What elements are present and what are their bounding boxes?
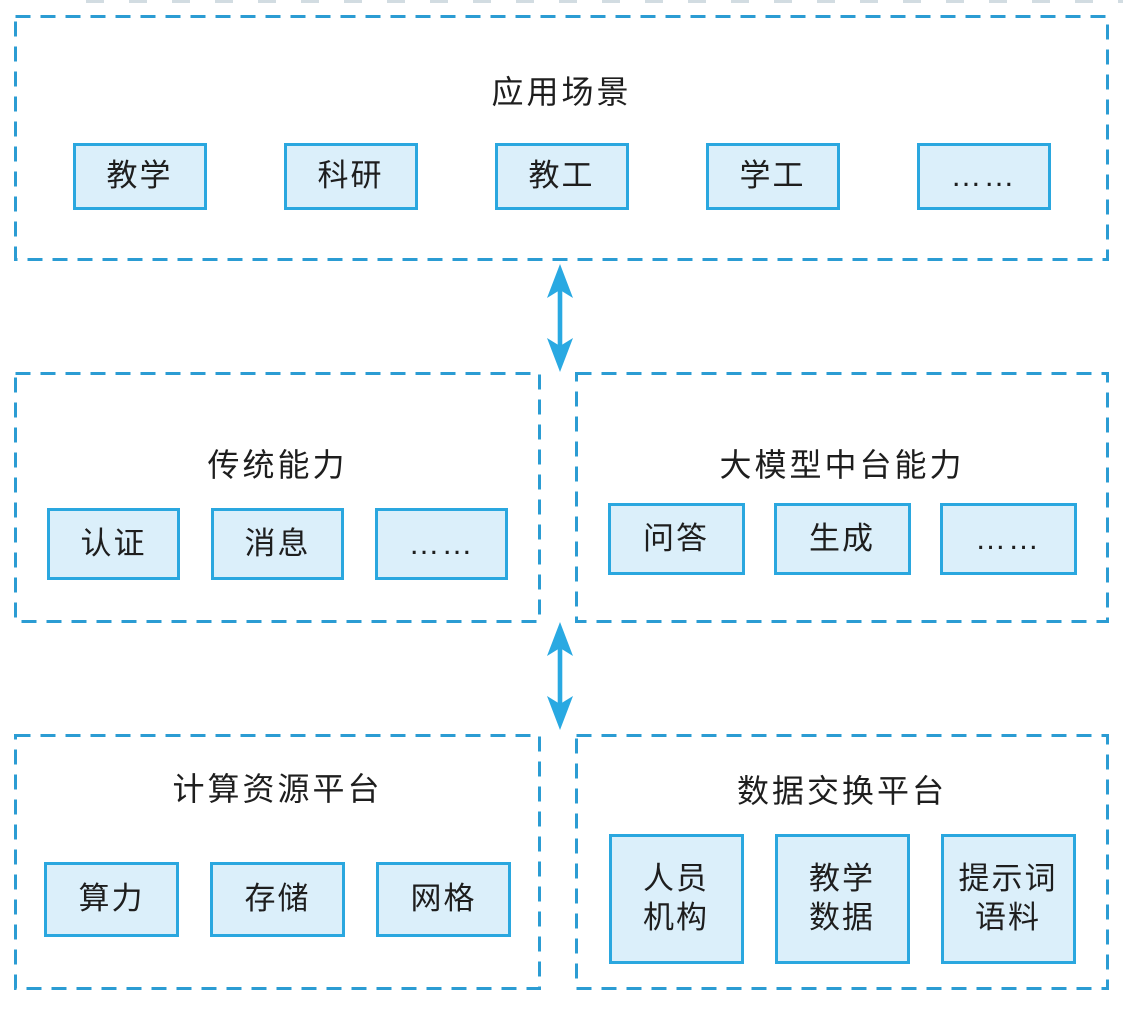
dashed-border [575, 372, 1109, 623]
item-box: 提示词 语料 [940, 834, 1076, 964]
double-arrow-icon [547, 622, 573, 730]
item-box-ellipsis: …… [939, 503, 1077, 575]
item-box: 教学 数据 [774, 834, 910, 964]
layer-application-scenarios: 应用场景 教学 科研 教工 学工 …… [14, 15, 1109, 261]
dashed-border [14, 15, 1109, 261]
dashed-border [575, 734, 1109, 990]
item-box: 网格 [376, 862, 511, 937]
item-box: 学工 [705, 143, 840, 210]
layer-title: 传统能力 [207, 447, 348, 483]
item-box: 认证 [47, 508, 180, 580]
item-box: 存储 [210, 862, 345, 937]
item-box: 人员 机构 [608, 834, 744, 964]
item-box: 消息 [211, 508, 344, 580]
layer-llm-platform-capabilities: 大模型中台能力 问答 生成 …… [575, 372, 1109, 623]
layer-data-exchange-platform: 数据交换平台 人员 机构 教学 数据 提示词 语料 [575, 734, 1109, 990]
item-box-ellipsis: …… [916, 143, 1051, 210]
cropped-dash-edge [86, 0, 1123, 3]
layer-title: 大模型中台能力 [719, 447, 965, 483]
item-box: 教工 [494, 143, 629, 210]
item-row: 算力 存储 网格 [14, 862, 541, 937]
item-box: 科研 [283, 143, 418, 210]
layer-title: 应用场景 [491, 74, 632, 110]
item-box: 教学 [72, 143, 207, 210]
layer-title: 计算资源平台 [172, 771, 383, 807]
item-row: 教学 科研 教工 学工 …… [14, 143, 1109, 210]
item-row: 问答 生成 …… [575, 503, 1109, 575]
layer-title: 数据交换平台 [736, 773, 947, 809]
layer-traditional-capabilities: 传统能力 认证 消息 …… [14, 372, 541, 623]
item-box: 问答 [607, 503, 745, 575]
dashed-border [14, 734, 541, 990]
layer-computing-resource-platform: 计算资源平台 算力 存储 网格 [14, 734, 541, 990]
item-row: 认证 消息 …… [14, 508, 541, 580]
item-row: 人员 机构 教学 数据 提示词 语料 [575, 834, 1109, 964]
item-box: 生成 [773, 503, 911, 575]
double-arrow-icon [547, 264, 573, 372]
dashed-border [14, 372, 541, 623]
item-box: 算力 [44, 862, 179, 937]
item-box-ellipsis: …… [375, 508, 508, 580]
